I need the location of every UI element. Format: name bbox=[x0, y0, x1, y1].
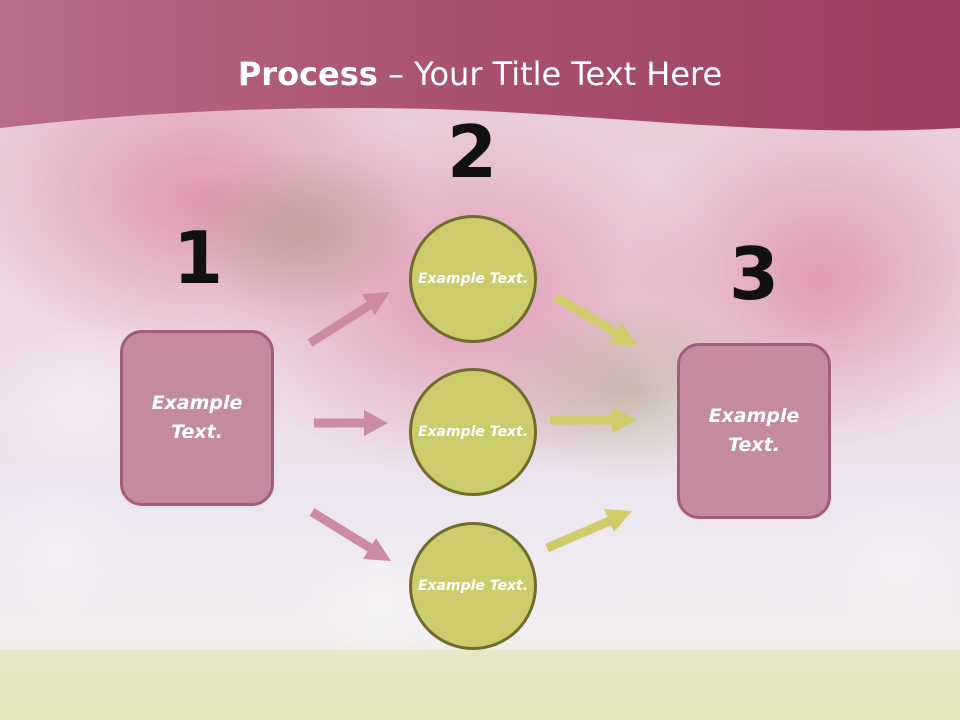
step-box-1-label: Example Text. bbox=[151, 392, 243, 443]
title-banner bbox=[0, 0, 960, 131]
circle-top[interactable]: Example Text. bbox=[409, 215, 537, 343]
step-box-3[interactable]: Example Text. bbox=[677, 343, 831, 519]
circle-bottom[interactable]: Example Text. bbox=[409, 522, 537, 650]
circle-bottom-label: Example Text. bbox=[417, 577, 529, 594]
step-box-3-label: Example Text. bbox=[708, 405, 800, 456]
step-number-1: 1 bbox=[172, 216, 224, 300]
step-number-3: 3 bbox=[728, 232, 780, 316]
circle-middle[interactable]: Example Text. bbox=[409, 368, 537, 496]
title-bold: Process bbox=[237, 55, 378, 93]
title-rest: – Your Title Text Here bbox=[377, 55, 723, 93]
circle-middle-label: Example Text. bbox=[417, 423, 529, 440]
circle-top-label: Example Text. bbox=[417, 270, 529, 287]
page-title: Process – Your Title Text Here bbox=[0, 50, 960, 98]
step-number-2: 2 bbox=[446, 110, 498, 194]
step-box-1[interactable]: Example Text. bbox=[120, 330, 274, 506]
